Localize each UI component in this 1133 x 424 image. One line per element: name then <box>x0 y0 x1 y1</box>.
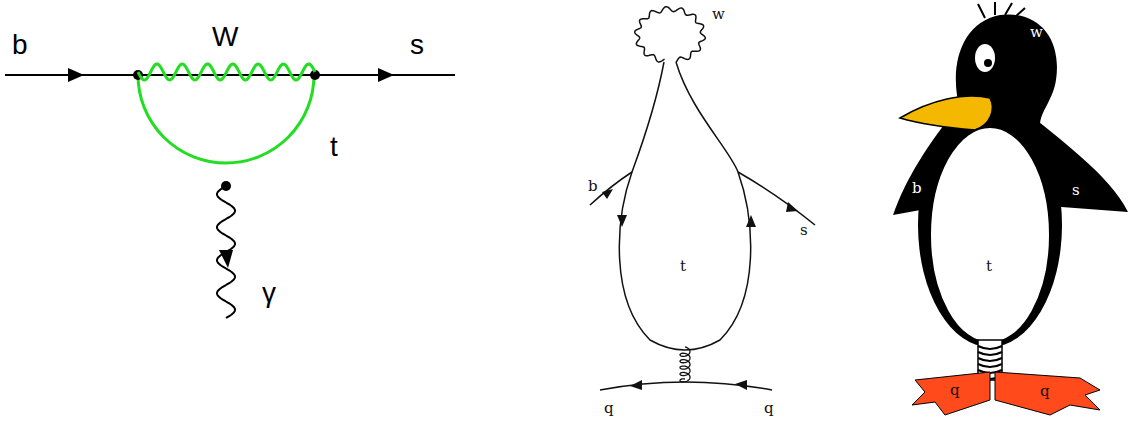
penguin-foot <box>995 372 1100 415</box>
arrow-head <box>602 189 613 199</box>
particle-label: γ <box>262 278 276 309</box>
w-boson-loop <box>635 7 706 63</box>
arrow-head <box>617 215 627 227</box>
particle-label: t <box>330 132 338 163</box>
gluon-spring <box>978 364 1002 367</box>
arrow-head <box>219 250 233 268</box>
gluon-spring <box>978 358 1002 361</box>
top-loop <box>619 62 750 350</box>
arrow-head <box>630 380 642 390</box>
penguin-hair <box>978 2 1025 18</box>
particle-label: b <box>912 180 922 197</box>
particle-label: b <box>588 178 598 195</box>
arrow-head <box>68 68 84 82</box>
quark-line <box>738 172 815 225</box>
top-loop <box>138 75 314 163</box>
w-boson-line <box>138 64 315 80</box>
particle-label: b <box>12 30 28 61</box>
particle-label: s <box>800 222 808 239</box>
gluon-spring <box>978 346 1002 349</box>
gluon-spring <box>978 352 1002 355</box>
particle-label: t <box>986 258 992 275</box>
arrow-head <box>786 202 798 212</box>
particle-label: s <box>410 30 424 61</box>
particle-label: w <box>712 6 725 23</box>
penguin-belly <box>930 127 1050 343</box>
penguin-beak <box>900 96 992 130</box>
gluon-spring <box>680 347 690 382</box>
particle-label: W <box>212 22 238 53</box>
particle-label: q <box>950 382 960 399</box>
penguin-foot <box>912 372 990 415</box>
particle-label: w <box>1030 24 1043 41</box>
arrow-head <box>746 215 756 227</box>
particle-label: q <box>1040 383 1050 400</box>
penguin-eye <box>975 44 995 72</box>
particle-label: s <box>1072 182 1080 199</box>
particle-label: q <box>604 400 614 417</box>
penguin-pupil <box>984 59 992 67</box>
photon-line <box>217 186 235 318</box>
particle-label: q <box>764 400 774 417</box>
particle-label: t <box>680 258 686 275</box>
arrow-head <box>735 380 747 390</box>
arrow-head <box>378 68 394 82</box>
